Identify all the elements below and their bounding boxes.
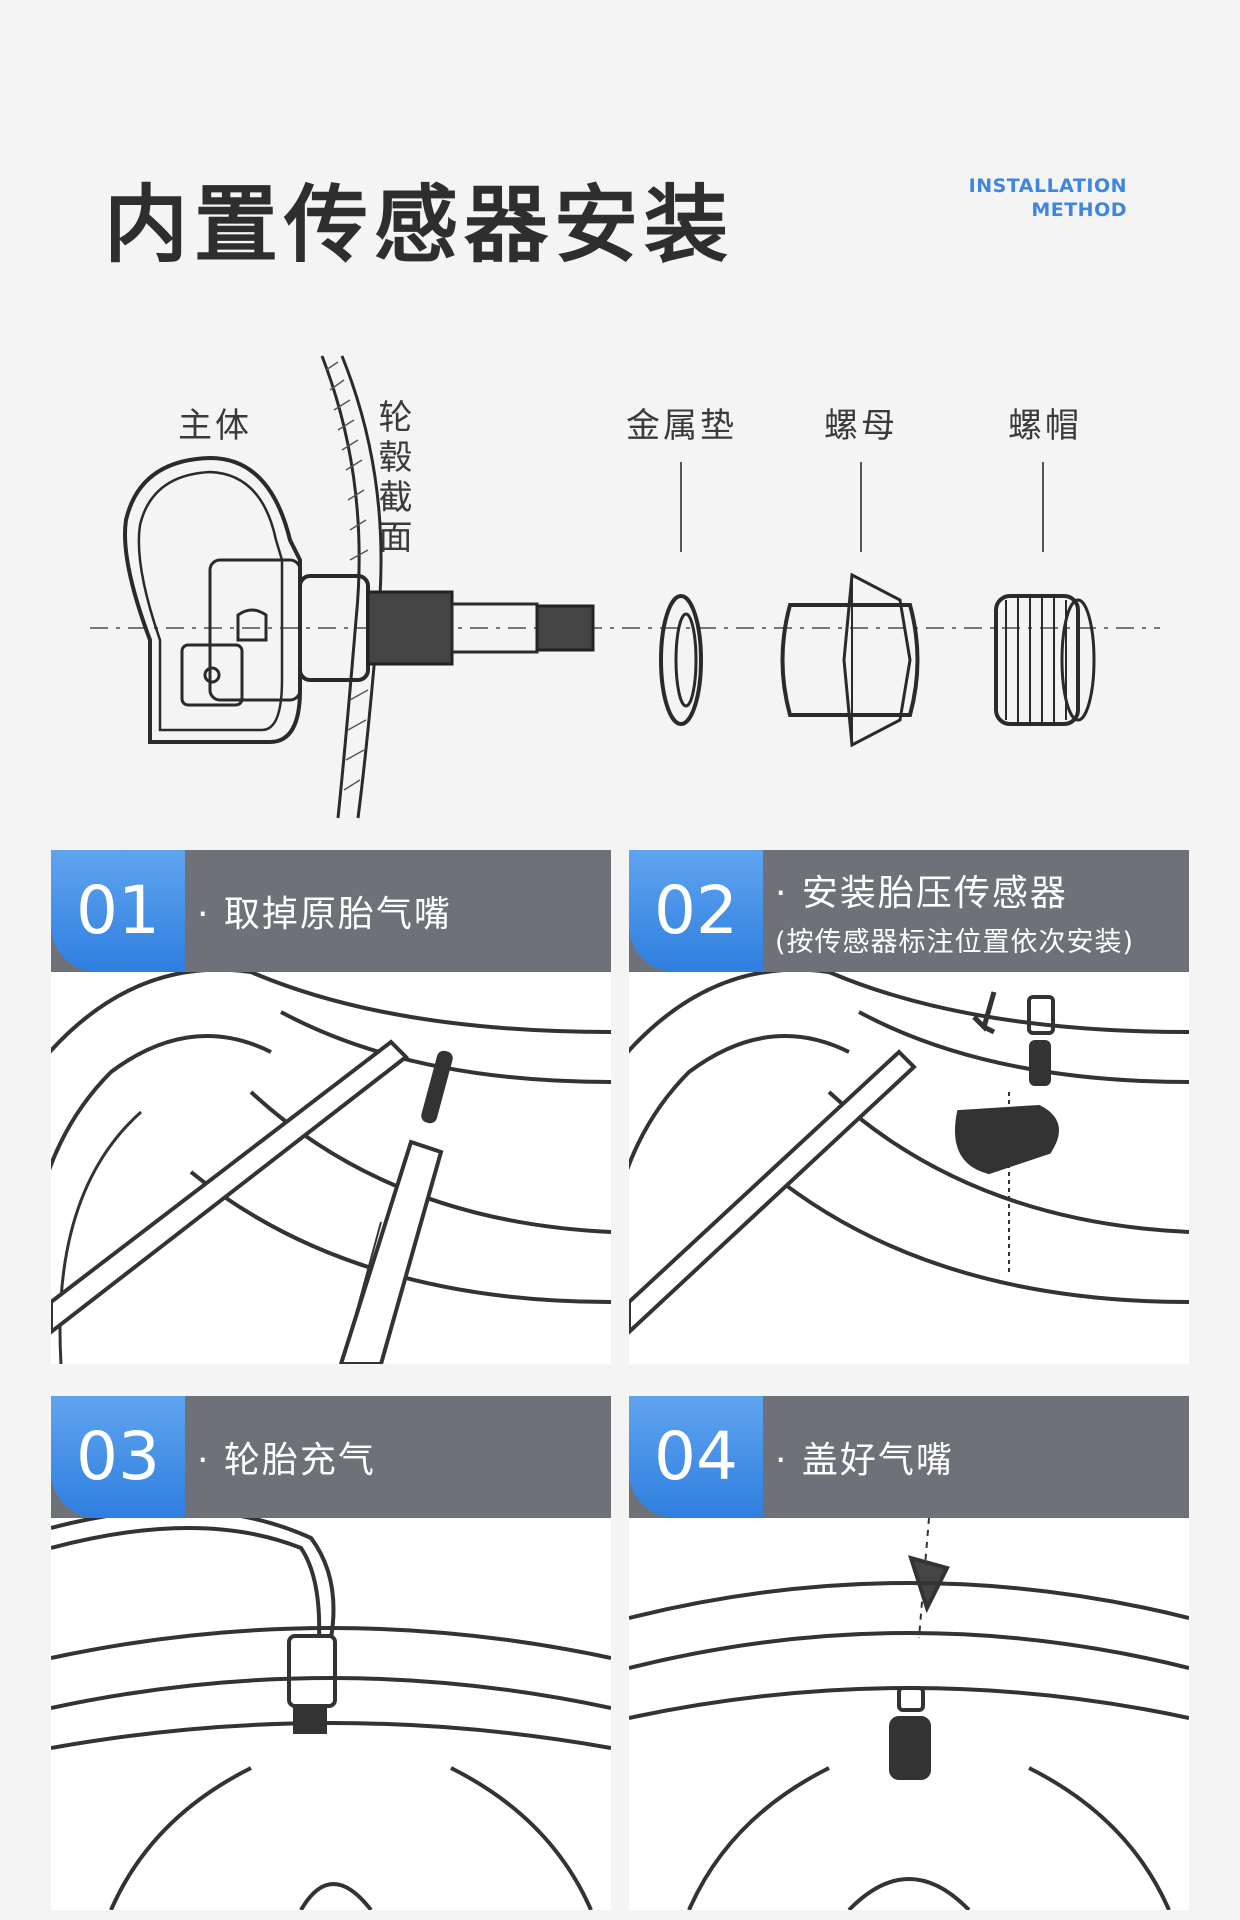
- page-title: 内置传感器安装: [104, 176, 735, 274]
- step-title-block: · 安装胎压传感器 (按传感器标注位置依次安装): [775, 850, 1134, 972]
- remove-valve-illustration: [51, 972, 611, 1364]
- step-title: · 盖好气嘴: [775, 1440, 954, 1481]
- step-number: 03: [51, 1396, 185, 1518]
- inflate-tire-illustration: [51, 1518, 611, 1910]
- step-title-block: · 盖好气嘴: [775, 1396, 954, 1518]
- step-title-block: · 取掉原胎气嘴: [197, 850, 452, 972]
- installation-method-label: INSTALLATION METHOD: [969, 174, 1127, 222]
- step-title-block: · 轮胎充气: [197, 1396, 376, 1518]
- sensor-parts-diagram: [90, 355, 1160, 819]
- part-label-body: 主体: [178, 406, 252, 446]
- cap-valve-illustration: [629, 1518, 1189, 1910]
- step-card-1: 01 · 取掉原胎气嘴: [51, 850, 611, 1364]
- en-label-line2: METHOD: [1031, 199, 1127, 221]
- step-title: · 取掉原胎气嘴: [197, 894, 452, 935]
- part-label-cap: 螺帽: [1008, 406, 1082, 446]
- en-label-line1: INSTALLATION: [968, 175, 1127, 197]
- step-number: 04: [629, 1396, 763, 1518]
- install-sensor-illustration: [629, 972, 1189, 1364]
- step-subtitle: (按传感器标注位置依次安装): [775, 926, 1135, 958]
- step-title: · 轮胎充气: [197, 1440, 376, 1481]
- step-number: 02: [629, 850, 763, 972]
- part-label-nut: 螺母: [824, 406, 898, 446]
- step-card-4: 04 · 盖好气嘴: [629, 1396, 1189, 1910]
- part-label-rim-section: 轮毂截面: [378, 398, 416, 558]
- step-card-3: 03 · 轮胎充气: [51, 1396, 611, 1910]
- part-label-metal-washer: 金属垫: [626, 406, 737, 446]
- step-title: · 安装胎压传感器: [775, 872, 1068, 914]
- step-number: 01: [51, 850, 185, 972]
- step-card-2: 02 · 安装胎压传感器 (按传感器标注位置依次安装): [629, 850, 1189, 1364]
